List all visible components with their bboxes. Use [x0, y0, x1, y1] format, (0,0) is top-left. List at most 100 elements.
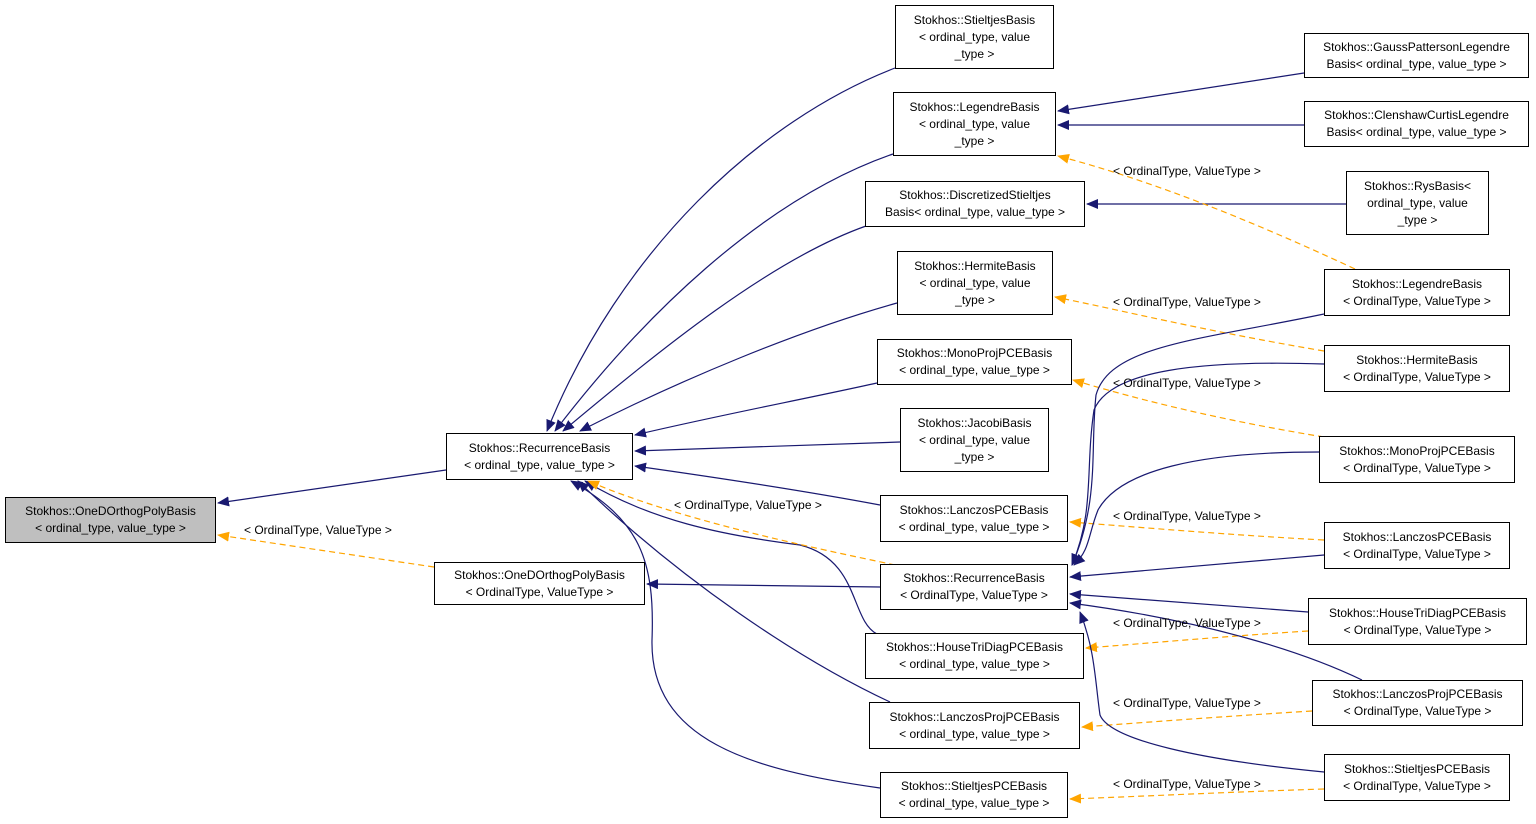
- edge-stieltjes-to-rec: [546, 67, 896, 432]
- node-line-2: < OrdinalType, ValueType >: [1343, 704, 1492, 718]
- edge-lanctmpl-to-lanczos: [1069, 517, 1325, 541]
- node-line-1: Stokhos::HouseTriDiagPCEBasis: [886, 640, 1063, 654]
- node-lanczospcebasis-template[interactable]: Stokhos::LanczosPCEBasis < OrdinalType, …: [1324, 522, 1510, 569]
- node-discretizedstieltjesbasis-ordinal[interactable]: Stokhos::DiscretizedStieltjes Basis< ord…: [865, 181, 1085, 227]
- node-line-2: < ordinal_type, value: [919, 275, 1031, 290]
- edge-label-lanczos: < OrdinalType, ValueType >: [1113, 509, 1261, 523]
- node-recurrencebasis-template[interactable]: Stokhos::RecurrenceBasis < OrdinalType, …: [880, 564, 1068, 610]
- edge-lprojtmpl-to-rectmpl: [1069, 599, 1363, 681]
- node-line-2: < ordinal_type, value_type >: [899, 363, 1050, 377]
- edge-mono-to-rec: [634, 382, 878, 438]
- node-line-2: < OrdinalType, ValueType >: [900, 588, 1048, 602]
- edge-label-legendre: < OrdinalType, ValueType >: [1113, 164, 1261, 178]
- node-rysbasis-ordinal[interactable]: Stokhos::RysBasis< ordinal_type, value _…: [1346, 171, 1489, 235]
- node-line-1: Stokhos::LanczosProjPCEBasis: [1332, 687, 1503, 701]
- node-line-2: < ordinal_type, value: [918, 29, 1031, 44]
- edge-label-spce: < OrdinalType, ValueType >: [1113, 777, 1261, 791]
- node-line-3: _type >: [954, 46, 995, 61]
- edge-disc-to-rec: [562, 225, 867, 432]
- node-onedorthogpolybasis-template[interactable]: Stokhos::OneDOrthogPolyBasis < OrdinalTy…: [434, 562, 645, 605]
- node-line-1: Stokhos::ClenshawCurtisLegendre: [1324, 108, 1509, 122]
- node-line-1: Stokhos::GaussPattersonLegendre: [1323, 39, 1510, 54]
- node-line-1: Stokhos::StieltjesPCEBasis: [1343, 761, 1491, 776]
- node-line-1: Stokhos::StieltjesBasis: [913, 12, 1036, 27]
- node-legendrebasis-template[interactable]: Stokhos::LegendreBasis < OrdinalType, Va…: [1324, 269, 1510, 316]
- node-lanczosprojpcebasis-ordinal[interactable]: Stokhos::LanczosProjPCEBasis < ordinal_t…: [869, 702, 1080, 749]
- edge-label-root: < OrdinalType, ValueType >: [244, 523, 392, 537]
- node-line-3: _type >: [954, 449, 995, 464]
- edge-jacobi-to-rec: [634, 441, 901, 456]
- node-lanczosprojpcebasis-template[interactable]: Stokhos::LanczosProjPCEBasis < OrdinalTy…: [1312, 680, 1523, 726]
- node-line-1: Stokhos::HermiteBasis: [914, 258, 1036, 273]
- edge-hertmpl-to-rectmpl: [1071, 362, 1325, 566]
- node-line-2: Basis< ordinal_type, value_type >: [884, 205, 1066, 219]
- node-line-1: Stokhos::HermiteBasis: [1356, 352, 1478, 367]
- node-line-2: < ordinal_type, value: [918, 432, 1031, 447]
- node-onedorthogpolybasis-ordinal[interactable]: Stokhos::OneDOrthogPolyBasis < ordinal_t…: [5, 497, 216, 543]
- node-line-2: < ordinal_type, value: [918, 116, 1031, 131]
- node-line-2: < OrdinalType, ValueType >: [1343, 369, 1491, 384]
- node-housetridiagpcebasis-template[interactable]: Stokhos::HouseTriDiagPCEBasis < OrdinalT…: [1308, 598, 1527, 645]
- node-stieltjespcebasis-ordinal[interactable]: Stokhos::StieltjesPCEBasis < ordinal_typ…: [880, 772, 1068, 818]
- node-line-2: Basis< ordinal_type, value_type >: [1326, 125, 1507, 139]
- edge-label-lproj: < OrdinalType, ValueType >: [1113, 696, 1261, 710]
- edge-label-hermite: < OrdinalType, ValueType >: [1113, 295, 1261, 309]
- node-line-1: Stokhos::OneDOrthogPolyBasis: [25, 504, 196, 518]
- edge-rectmpl-to-rec: [587, 480, 896, 566]
- node-line-1: Stokhos::HouseTriDiagPCEBasis: [1329, 605, 1506, 620]
- node-line-2: < ordinal_type, value_type >: [898, 796, 1050, 810]
- node-line-1: Stokhos::MonoProjPCEBasis: [896, 346, 1053, 360]
- node-line-2: < OrdinalType, ValueType >: [1343, 546, 1491, 561]
- node-monoprojpcebasis-ordinal[interactable]: Stokhos::MonoProjPCEBasis < ordinal_type…: [877, 339, 1072, 385]
- node-line-2: < OrdinalType, ValueType >: [1343, 622, 1492, 637]
- node-line-1: Stokhos::LanczosPCEBasis: [899, 502, 1049, 517]
- node-line-3: _type >: [955, 292, 995, 307]
- node-line-2: < ordinal_type, value_type >: [899, 657, 1050, 671]
- node-line-1: Stokhos::RecurrenceBasis: [903, 571, 1045, 585]
- node-hermitebasis-template[interactable]: Stokhos::HermiteBasis < OrdinalType, Val…: [1324, 345, 1510, 392]
- edge-legtmpl-to-rectmpl: [1071, 313, 1325, 566]
- node-line-1: Stokhos::DiscretizedStieltjes: [899, 188, 1051, 202]
- node-line-1: Stokhos::LanczosProjPCEBasis: [889, 709, 1060, 724]
- node-line-2: < OrdinalType, ValueType >: [465, 584, 614, 599]
- edge-label-recurrence: < OrdinalType, ValueType >: [674, 498, 822, 512]
- edge-house-to-rec: [584, 480, 878, 635]
- node-line-2: < ordinal_type, value_type >: [35, 521, 186, 535]
- edge-lanczos-to-rec: [634, 462, 881, 506]
- edge-hertmpl-to-hermite: [1054, 294, 1325, 352]
- node-line-1: Stokhos::RysBasis<: [1363, 178, 1472, 193]
- node-line-3: _type >: [954, 133, 995, 148]
- node-legendrebasis-ordinal[interactable]: Stokhos::LegendreBasis < ordinal_type, v…: [893, 92, 1056, 156]
- node-line-2: Basis< ordinal_type, value_type >: [1326, 56, 1507, 71]
- node-monoprojpcebasis-template[interactable]: Stokhos::MonoProjPCEBasis < OrdinalType,…: [1319, 436, 1515, 483]
- node-line-1: Stokhos::OneDOrthogPolyBasis: [454, 567, 625, 582]
- node-recurrencebasis-ordinal[interactable]: Stokhos::RecurrenceBasis < ordinal_type,…: [446, 433, 633, 480]
- edge-gp-to-legendre: [1057, 72, 1305, 115]
- edge-legtmpl-to-legendre: [1057, 153, 1356, 270]
- edge-lanctmpl-to-rectmpl: [1069, 554, 1325, 582]
- node-stieltjespcebasis-template[interactable]: Stokhos::StieltjesPCEBasis < OrdinalType…: [1324, 754, 1510, 801]
- edge-lprojtmpl-to-lproj: [1081, 710, 1313, 732]
- node-lanczospcebasis-ordinal[interactable]: Stokhos::LanczosPCEBasis < ordinal_type,…: [880, 495, 1068, 542]
- edge-housetmpl-to-rectmpl: [1069, 589, 1309, 613]
- edge-hermite-to-rec: [579, 302, 898, 432]
- edge-label-house: < OrdinalType, ValueType >: [1113, 616, 1261, 630]
- node-hermitebasis-ordinal[interactable]: Stokhos::HermiteBasis < ordinal_type, va…: [897, 251, 1053, 315]
- node-line-1: Stokhos::LegendreBasis: [909, 99, 1040, 114]
- node-line-1: Stokhos::StieltjesPCEBasis: [900, 779, 1048, 793]
- edge-monotmpl-to-rectmpl: [1073, 451, 1320, 566]
- node-gausspattersonlegendrebasis-ordinal[interactable]: Stokhos::GaussPattersonLegendre Basis< o…: [1304, 33, 1529, 78]
- node-line-2: < ordinal_type, value_type >: [899, 726, 1050, 741]
- node-line-1: Stokhos::LanczosPCEBasis: [1342, 529, 1492, 544]
- node-line-2: < ordinal_type, value_type >: [898, 519, 1050, 534]
- node-clenshawcurtislegendrebasis-ordinal[interactable]: Stokhos::ClenshawCurtisLegendre Basis< o…: [1304, 101, 1529, 147]
- node-line-1: Stokhos::MonoProjPCEBasis: [1339, 443, 1495, 458]
- node-housetridiagpcebasis-ordinal[interactable]: Stokhos::HouseTriDiagPCEBasis < ordinal_…: [865, 633, 1084, 679]
- node-stieltjesbasis-ordinal[interactable]: Stokhos::StieltjesBasis < ordinal_type, …: [895, 5, 1054, 69]
- edge-rectmpl-to-onedtmpl: [646, 579, 881, 590]
- node-line-1: Stokhos::JacobiBasis: [917, 415, 1032, 430]
- node-jacobibasis-ordinal[interactable]: Stokhos::JacobiBasis < ordinal_type, val…: [900, 408, 1049, 472]
- edge-lproj-to-rec: [577, 480, 891, 703]
- node-line-1: Stokhos::RecurrenceBasis: [468, 440, 611, 455]
